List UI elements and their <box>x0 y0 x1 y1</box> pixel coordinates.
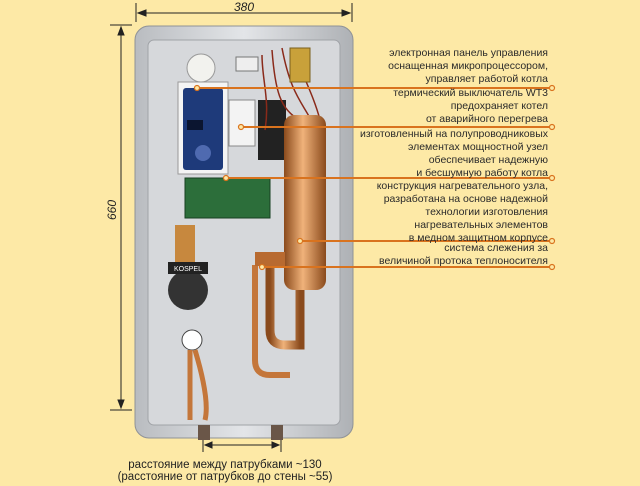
bottom-note: расстояние между патрубками ~130 (рассто… <box>90 459 360 483</box>
wall-distance-text: (расстояние от патрубков до стены ~55) <box>117 471 333 483</box>
height-value: 660 <box>105 200 119 220</box>
callout-line: технологии изготовления <box>425 206 548 218</box>
callout-line: от аварийного перегрева <box>425 113 548 125</box>
circulation-pump: KOSPEL <box>168 225 209 421</box>
callout-control-panel: электронная панель управления оснащенная… <box>388 47 548 86</box>
width-dimension <box>135 3 353 22</box>
pump-brand-logo: KOSPEL <box>174 266 202 273</box>
callout-power-module: изготовленный на полупроводниковых элеме… <box>360 128 548 180</box>
callout-line: изготовленный на полупроводниковых <box>359 128 548 140</box>
power-module <box>184 177 271 219</box>
height-dimension <box>110 24 132 411</box>
callout-line: конструкция нагревательного узла, <box>376 180 548 192</box>
callout-line: обеспечивает надежную <box>428 154 548 166</box>
callout-heater: конструкция нагревательного узла, разраб… <box>377 180 548 245</box>
nozzle-distance-dimension <box>202 440 282 452</box>
callout-line: оснащенная микропроцессором, <box>388 60 548 72</box>
callout-line: предохраняет котел <box>450 100 548 112</box>
callout-line: разработана на основе надежной <box>383 193 548 205</box>
callout-line: элементах мощностной узел <box>407 141 548 153</box>
callout-line: термический выключатель WT3 <box>393 87 548 99</box>
callout-line: нагревательных элементов <box>414 219 548 231</box>
heater-cylinder <box>284 115 326 290</box>
callout-flow-sensor: система слежения за величиной протока те… <box>379 242 548 268</box>
callout-line: система слежения за <box>444 242 548 254</box>
pipe-nozzles <box>198 425 283 440</box>
thermal-switch <box>228 99 256 147</box>
nozzle-distance-text: расстояние между патрубками ~130 <box>128 459 322 471</box>
callout-line: управляет работой котла <box>425 73 548 85</box>
callout-line: в медном защитном корпусе <box>408 232 548 244</box>
callout-lines <box>193 84 556 271</box>
callout-line: и бесшумную работу котла <box>416 167 548 179</box>
width-value: 380 <box>234 0 254 14</box>
callout-line: электронная панель управления <box>389 47 548 59</box>
callout-thermal-switch: термический выключатель WT3 предохраняет… <box>393 87 548 126</box>
control-panel <box>177 81 229 175</box>
callout-line: величиной протока теплоносителя <box>379 255 548 267</box>
